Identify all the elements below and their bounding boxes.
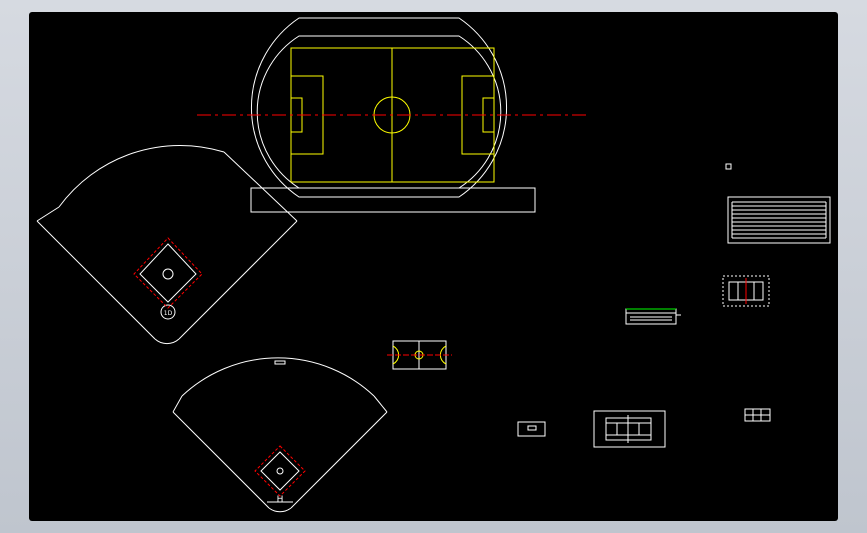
cad-canvas[interactable]: 1D H <box>29 12 838 521</box>
outfield-arc-small <box>181 357 375 397</box>
small-court[interactable] <box>517 421 546 437</box>
outfield-arc-large <box>58 145 225 208</box>
tennis-court[interactable] <box>593 410 666 448</box>
track-stand <box>250 187 536 213</box>
baseball-diamond-small[interactable]: H <box>172 357 388 513</box>
baseball-diamond-large[interactable]: 1D <box>36 145 298 345</box>
track-inner <box>256 35 502 189</box>
grid-block[interactable] <box>744 408 771 422</box>
foul-line-left-large <box>36 220 156 340</box>
bench[interactable] <box>625 308 681 325</box>
pitcher-mound-large <box>162 268 174 280</box>
basepath-large <box>133 237 203 309</box>
volleyball-court[interactable] <box>722 275 770 307</box>
stadium-track[interactable] <box>250 17 536 213</box>
infield-small <box>260 451 300 491</box>
home-arc-large <box>154 338 180 345</box>
basepath-small <box>254 445 306 497</box>
infield-large <box>139 243 197 303</box>
home-arc-small <box>268 507 292 513</box>
basketball-court[interactable] <box>387 340 452 370</box>
pitcher-mound-small <box>276 467 284 475</box>
outfield-marker <box>274 360 286 365</box>
track-outer <box>251 17 507 198</box>
home-mark-label-2: H <box>277 495 284 505</box>
foul-line-right-small <box>290 411 388 509</box>
home-circle-large <box>160 304 176 320</box>
grandstand[interactable] <box>727 196 831 244</box>
foul-line-right-large <box>178 220 298 340</box>
cad-drawing-area[interactable]: 1D H <box>29 12 838 521</box>
home-mark-label-1: 1D <box>164 310 173 317</box>
small-marker[interactable] <box>725 163 732 170</box>
foul-line-left-small <box>172 411 270 509</box>
